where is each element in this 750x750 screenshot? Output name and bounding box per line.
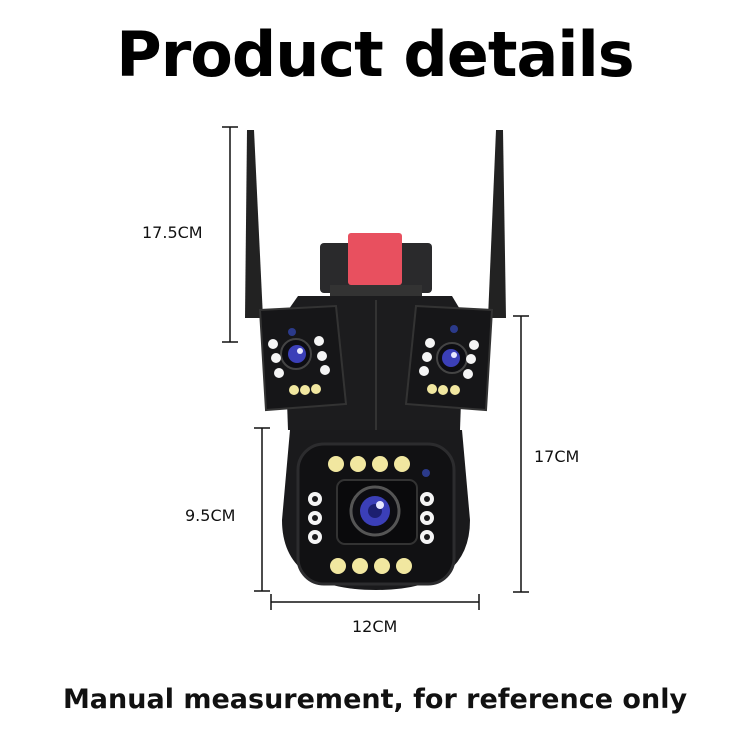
left-lens-icon: [288, 345, 306, 363]
antenna-height-label: 17.5CM: [142, 223, 203, 242]
left-lens-module: [258, 304, 348, 412]
red-mount-icon: [348, 233, 402, 285]
page-title: Product details: [116, 18, 634, 91]
right-lens-icon: [442, 349, 460, 367]
dimension-lines: [222, 126, 529, 610]
main-lens-module: [336, 469, 430, 545]
lower-height-label: 9.5CM: [185, 506, 236, 525]
left-antenna: [245, 130, 263, 318]
right-antenna: [488, 130, 506, 318]
bottom-led-row: [330, 558, 412, 574]
top-led-row: [328, 456, 410, 472]
reference-note: Manual measurement, for reference only: [62, 684, 688, 715]
width-label: 12CM: [352, 617, 398, 636]
total-height-label: 17CM: [534, 447, 580, 466]
right-lens-module: [404, 304, 494, 412]
